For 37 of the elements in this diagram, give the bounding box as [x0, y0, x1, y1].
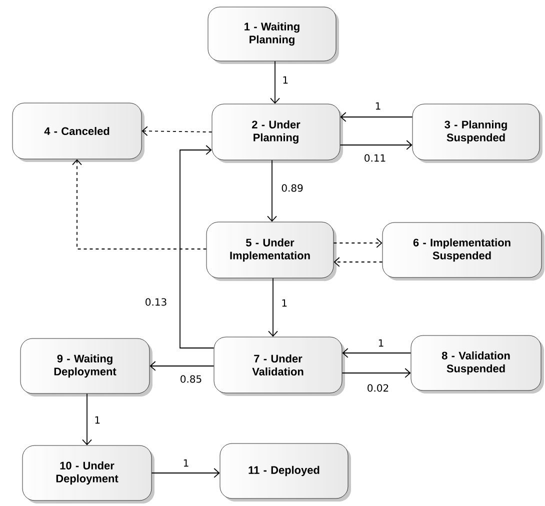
edge-label: 0.85 — [178, 374, 204, 384]
arrow — [267, 160, 277, 222]
state-box: 7 - Under Validation — [214, 336, 345, 396]
state-box: 6 - Implementation Suspended — [382, 222, 544, 280]
arrow — [340, 140, 412, 150]
edge-label: 0.02 — [366, 383, 390, 393]
arrow — [333, 238, 382, 248]
state-box: 5 - Under Implementation — [206, 222, 336, 281]
arrow — [342, 368, 411, 378]
arrow — [151, 468, 220, 478]
arrow — [72, 159, 207, 250]
state-box: 10 - Under Deployment — [22, 445, 154, 504]
state-box: 2 - Under Planning — [212, 104, 343, 163]
edge-label: 1 — [281, 75, 290, 85]
arrow — [268, 278, 278, 337]
state-box: 1 - Waiting Planning — [208, 6, 339, 64]
edge-label: 0.11 — [362, 153, 388, 163]
edge-label: 0.89 — [280, 183, 304, 193]
arrow — [180, 145, 214, 348]
arrow — [340, 112, 413, 122]
arrow — [142, 126, 212, 136]
state-box: 11 - Deployed — [220, 443, 351, 502]
arrow — [270, 60, 280, 104]
edge-label: 1 — [182, 458, 190, 468]
arrow — [334, 257, 383, 267]
arrow — [82, 393, 92, 446]
edge-label: 1 — [376, 338, 386, 348]
state-box: 8 - Validation Suspended — [410, 335, 544, 394]
edge-label: 1 — [93, 415, 102, 425]
edge-label: 0.13 — [144, 297, 168, 307]
edge-label: 1 — [280, 298, 289, 308]
state-box: 3 - Planning Suspended — [412, 104, 542, 163]
arrow — [150, 361, 214, 371]
edge-label: 1 — [374, 101, 382, 111]
arrow — [342, 348, 412, 358]
state-box: 4 - Canceled — [12, 102, 144, 162]
state-box: 9 - Waiting Deployment — [20, 338, 152, 396]
